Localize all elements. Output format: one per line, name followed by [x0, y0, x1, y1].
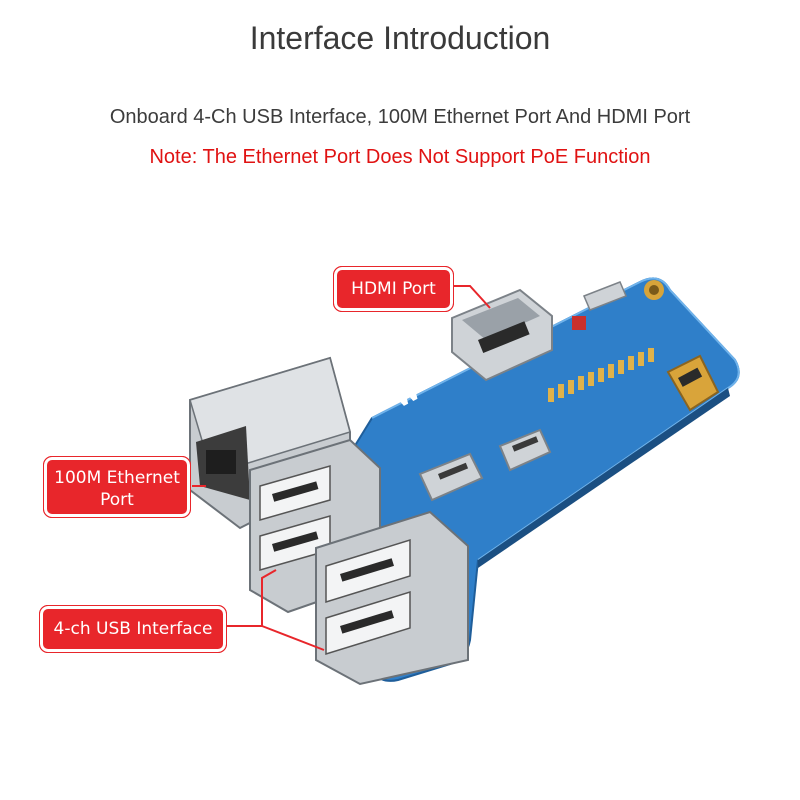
usb-interface-label: 4-ch USB Interface — [39, 605, 227, 653]
subtitle: Onboard 4-Ch USB Interface, 100M Etherne… — [109, 106, 691, 128]
poe-note: Note: The Ethernet Port Does Not Support… — [149, 146, 651, 168]
usb-leader-line-b — [261, 625, 325, 651]
ethernet-label-line2: Port — [100, 490, 134, 510]
ethernet-label-line1: 100M Ethernet — [54, 468, 180, 488]
page-title: Interface Introduction — [249, 20, 551, 56]
hdmi-port — [451, 288, 553, 382]
usb-jack-lower — [315, 510, 469, 686]
hdmi-port-label: HDMI Port — [333, 266, 454, 312]
mini-hdmi-port — [666, 354, 720, 412]
ethernet-port-label: 100M Ethernet Port — [43, 456, 191, 518]
hdmi-leader-line — [448, 285, 491, 309]
usb-leader-line-a — [222, 569, 277, 627]
micro-usb-ports — [418, 281, 627, 502]
